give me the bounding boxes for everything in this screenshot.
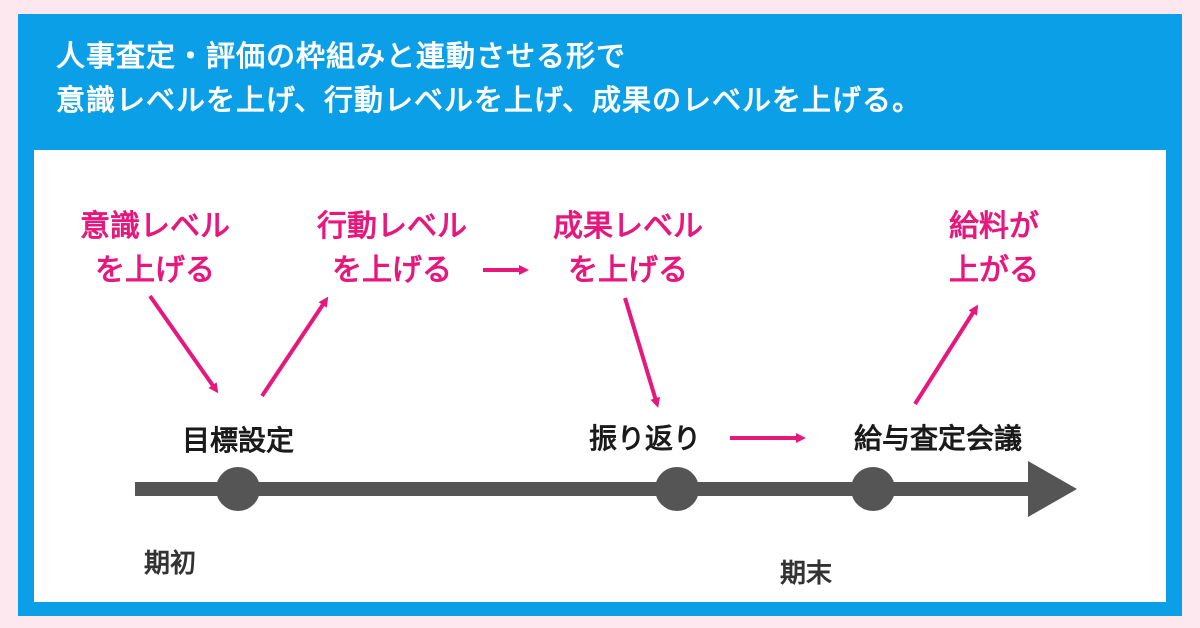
diagram-panel (34, 150, 1166, 602)
milestone-goal-setting (216, 467, 260, 511)
event-salary-meeting: 給与査定会議 (854, 422, 1022, 455)
step-salary-line1: 給料が (949, 209, 1039, 244)
milestone-review (655, 467, 699, 511)
headline: 人事査定・評価の枠組みと連動させる形で 意識レベルを上げ、行動レベルを上げ、成果… (56, 34, 922, 122)
headline-line-2: 意識レベルを上げ、行動レベルを上げ、成果のレベルを上げる。 (56, 83, 922, 117)
timeline-arrowhead (1028, 461, 1077, 517)
step-action-line2: を上げる (332, 253, 452, 288)
blue-frame: 人事査定・評価の枠組みと連動させる形で 意識レベルを上げ、行動レベルを上げ、成果… (18, 14, 1182, 616)
period-start-label: 期初 (144, 549, 196, 579)
event-review: 振り返り (589, 422, 701, 455)
step-awareness-line1: 意識レベル (80, 209, 230, 244)
milestone-salary-meeting (851, 467, 895, 511)
arrow-awareness-to-goal (148, 294, 219, 394)
step-awareness-line2: を上げる (95, 253, 215, 288)
step-results-line2: を上げる (568, 253, 688, 288)
headline-line-1: 人事査定・評価の枠組みと連動させる形で (56, 39, 627, 73)
step-salary-line2: 上がる (949, 253, 1039, 288)
arrow-meeting-to-salary (913, 304, 979, 406)
period-end-label: 期末 (780, 559, 833, 589)
step-action-line1: 行動レベル (316, 209, 467, 244)
arrow-goal-to-action (260, 296, 329, 398)
step-results-line1: 成果レベル (553, 209, 703, 244)
arrow-results-to-review (623, 297, 661, 408)
event-goal-setting: 目標設定 (182, 424, 294, 457)
